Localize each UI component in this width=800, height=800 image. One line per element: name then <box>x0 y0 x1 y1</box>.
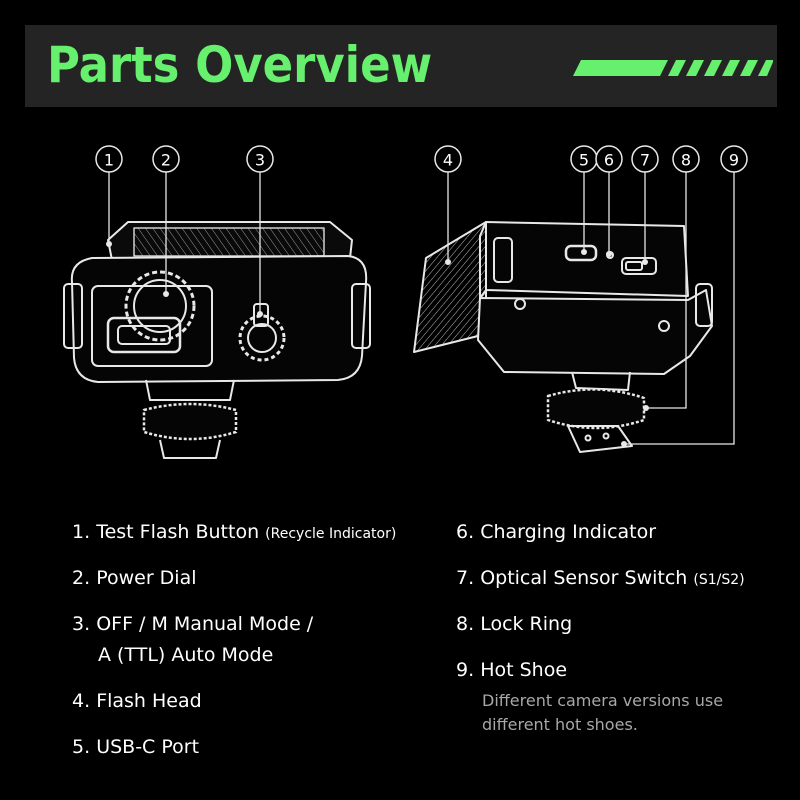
legend-num: 9. <box>456 659 475 681</box>
legend-num: 5. <box>72 736 91 758</box>
legend-item-3-line2: A (TTL) Auto Mode <box>98 643 273 667</box>
legend-label: OFF / M Manual Mode / <box>96 613 314 635</box>
legend-num: 4. <box>72 690 91 712</box>
legend-label-line2: A (TTL) Auto Mode <box>98 644 274 666</box>
legend-label: Power Dial <box>96 567 197 589</box>
callout-9: 9 <box>729 151 739 170</box>
hot-shoe-note-line1: Different camera versions use <box>482 691 724 710</box>
callout-2: 2 <box>161 151 171 170</box>
parts-diagram: 1 2 3 4 5 6 7 8 9 <box>63 145 748 459</box>
callout-8: 8 <box>681 151 691 170</box>
callout-1: 1 <box>104 151 114 170</box>
legend-num: 1. <box>72 521 91 543</box>
legend-item-8: 8. Lock Ring <box>456 612 572 636</box>
legend-item-2: 2. Power Dial <box>72 566 197 590</box>
hot-shoe-note-line2: different hot shoes. <box>482 715 638 734</box>
legend-num: 3. <box>72 613 91 635</box>
legend-num: 2. <box>72 567 91 589</box>
legend-item-1: 1. Test Flash Button (Recycle Indicator) <box>72 520 396 546</box>
front-view-device <box>63 221 371 459</box>
legend-num: 8. <box>456 613 475 635</box>
legend-item-4: 4. Flash Head <box>72 689 202 713</box>
header-bar: Parts Overview <box>25 25 777 107</box>
legend-item-6: 6. Charging Indicator <box>456 520 656 544</box>
page-title: Parts Overview <box>47 36 433 94</box>
legend-item-5: 5. USB-C Port <box>72 735 199 759</box>
legend-sub: (Recycle Indicator) <box>265 526 397 542</box>
legend-label: Optical Sensor Switch <box>480 567 688 589</box>
legend-label: Lock Ring <box>480 613 573 635</box>
legend-item-7: 7. Optical Sensor Switch (S1/S2) <box>456 566 745 592</box>
legend-label: Hot Shoe <box>480 659 568 681</box>
legend-num: 7. <box>456 567 475 589</box>
callout-5: 5 <box>579 151 589 170</box>
legend-label: Test Flash Button <box>96 521 260 543</box>
callout-6: 6 <box>604 151 614 170</box>
callout-3: 3 <box>255 151 265 170</box>
legend-item-3: 3. OFF / M Manual Mode / <box>72 612 313 636</box>
legend-sub: (S1/S2) <box>693 572 745 588</box>
back-view-device <box>413 221 713 453</box>
legend-label: Flash Head <box>96 690 202 712</box>
decorative-stripes <box>573 60 773 76</box>
legend-label: Charging Indicator <box>480 521 657 543</box>
legend-item-9: 9. Hot Shoe <box>456 658 567 682</box>
callout-4: 4 <box>443 151 453 170</box>
legend-num: 6. <box>456 521 475 543</box>
legend-label: USB-C Port <box>96 736 200 758</box>
callout-7: 7 <box>640 151 650 170</box>
